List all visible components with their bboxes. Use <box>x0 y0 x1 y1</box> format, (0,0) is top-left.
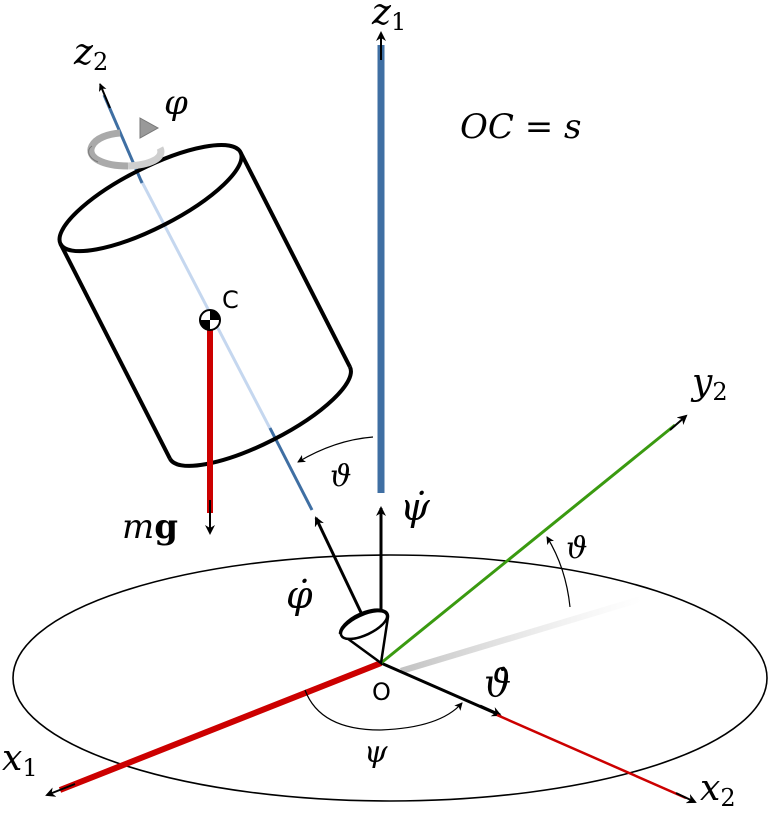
phi-dot-label: φ̇ <box>286 573 313 617</box>
x1-sub: 1 <box>22 754 37 782</box>
x2-axis-black <box>380 661 496 715</box>
y2-axis-arrow <box>669 414 688 431</box>
center-of-mass-marker <box>199 309 221 331</box>
phi-label: φ <box>164 83 188 123</box>
z1-label: z1 <box>371 0 406 36</box>
theta-label-upper: ϑ <box>330 459 351 494</box>
z2-axis-arrow <box>99 83 111 109</box>
psi-arc <box>304 689 463 731</box>
theta-arc-right <box>546 536 571 608</box>
x2-axis-arrow-theta-dot <box>479 704 502 717</box>
phi-rotation-icon <box>87 117 165 170</box>
mg-label: mg <box>122 507 178 547</box>
x2-axis-arrow <box>675 792 697 804</box>
cone <box>338 608 390 666</box>
ground-plane <box>12 554 768 802</box>
z2-axis-dark-lower <box>268 427 314 511</box>
cylinder <box>57 143 353 468</box>
z2-sub: 2 <box>93 48 108 76</box>
theta-dot-label: ϑ̇ <box>484 661 511 705</box>
shadow <box>400 596 642 674</box>
x1-axis <box>58 660 383 793</box>
y2-axis <box>380 423 676 665</box>
psi-dot-label: ψ̇ <box>400 485 431 529</box>
point-o-label: O <box>372 678 391 706</box>
y2-label: y2 <box>690 362 728 406</box>
theta-arc-upper <box>297 436 374 463</box>
x2-label: x2 <box>700 768 736 812</box>
x1-axis-arrow <box>45 783 76 797</box>
oc-equation: OC = s <box>460 107 581 147</box>
mg-g: g <box>154 507 178 547</box>
theta-label-right: ϑ <box>566 531 587 566</box>
psi-label: ψ <box>364 735 388 770</box>
z1-sub: 1 <box>391 8 406 36</box>
phi-dot-arrow <box>314 516 368 624</box>
x2-sub: 2 <box>720 784 735 812</box>
z2-label: z2 <box>73 32 108 76</box>
x2-axis-red <box>496 713 687 800</box>
point-c-label: C <box>222 286 239 314</box>
y2-sub: 2 <box>712 378 727 406</box>
x1-label: x1 <box>2 738 38 782</box>
